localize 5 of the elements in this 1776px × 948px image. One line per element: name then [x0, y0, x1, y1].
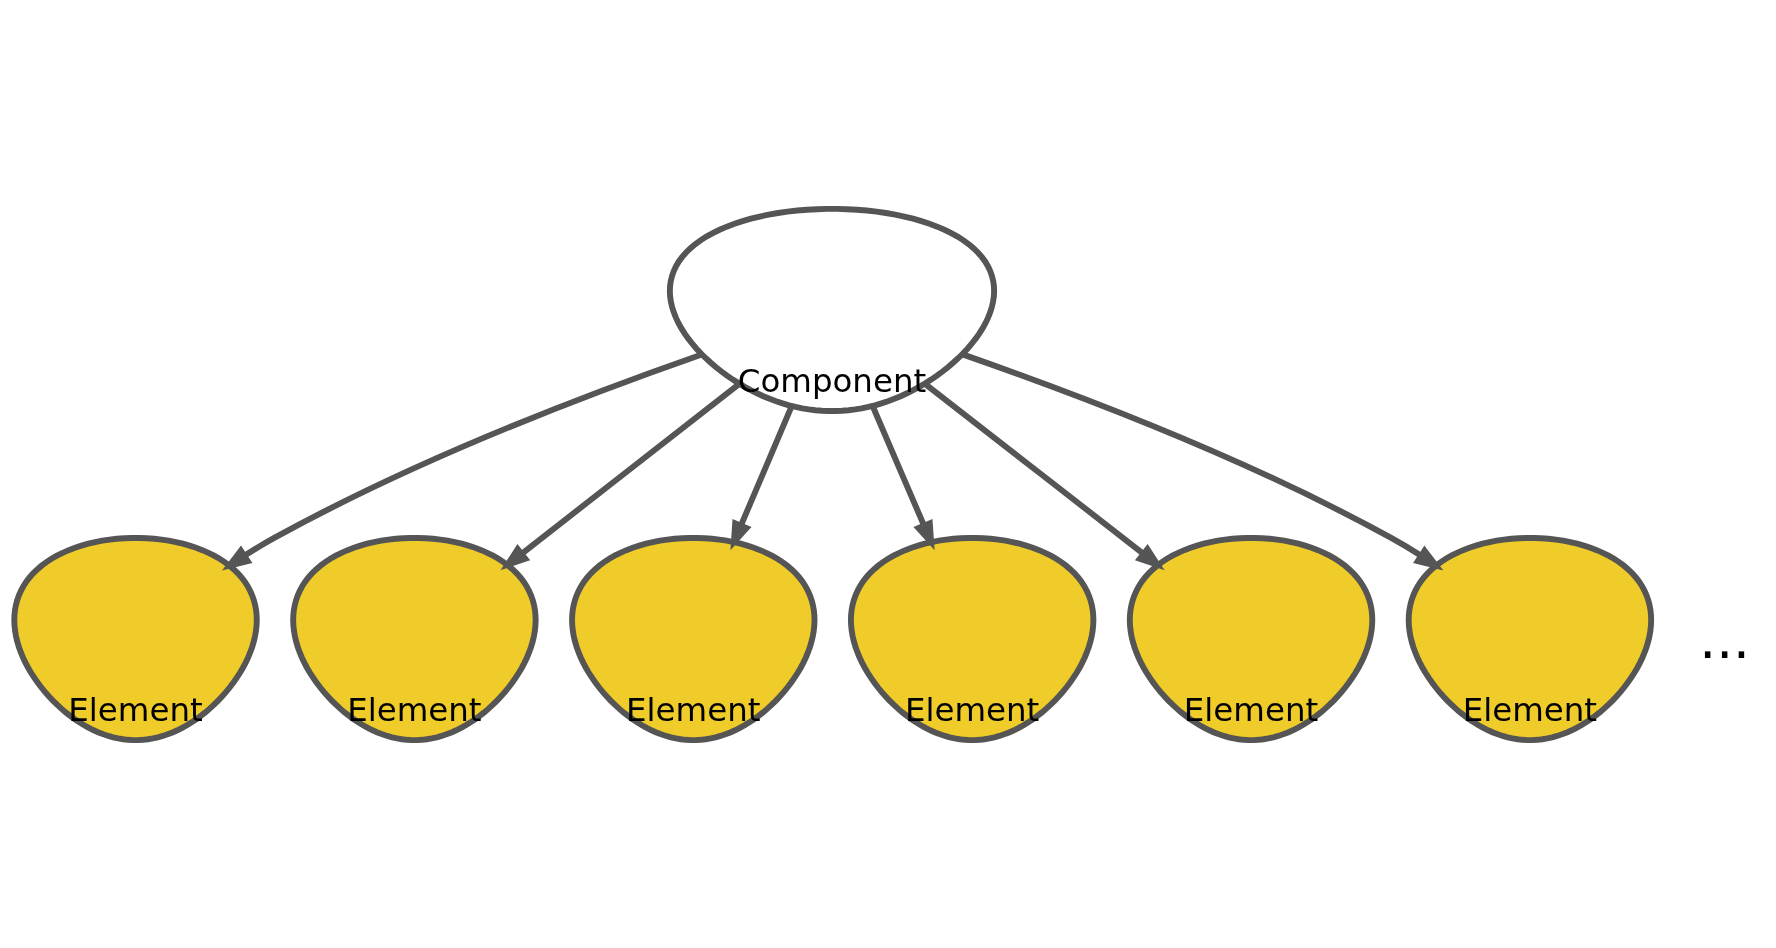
arrow	[923, 381, 1165, 570]
arrow	[500, 381, 742, 570]
arrow	[222, 351, 703, 570]
label: ...	[1699, 608, 1751, 671]
arrow	[961, 351, 1444, 570]
